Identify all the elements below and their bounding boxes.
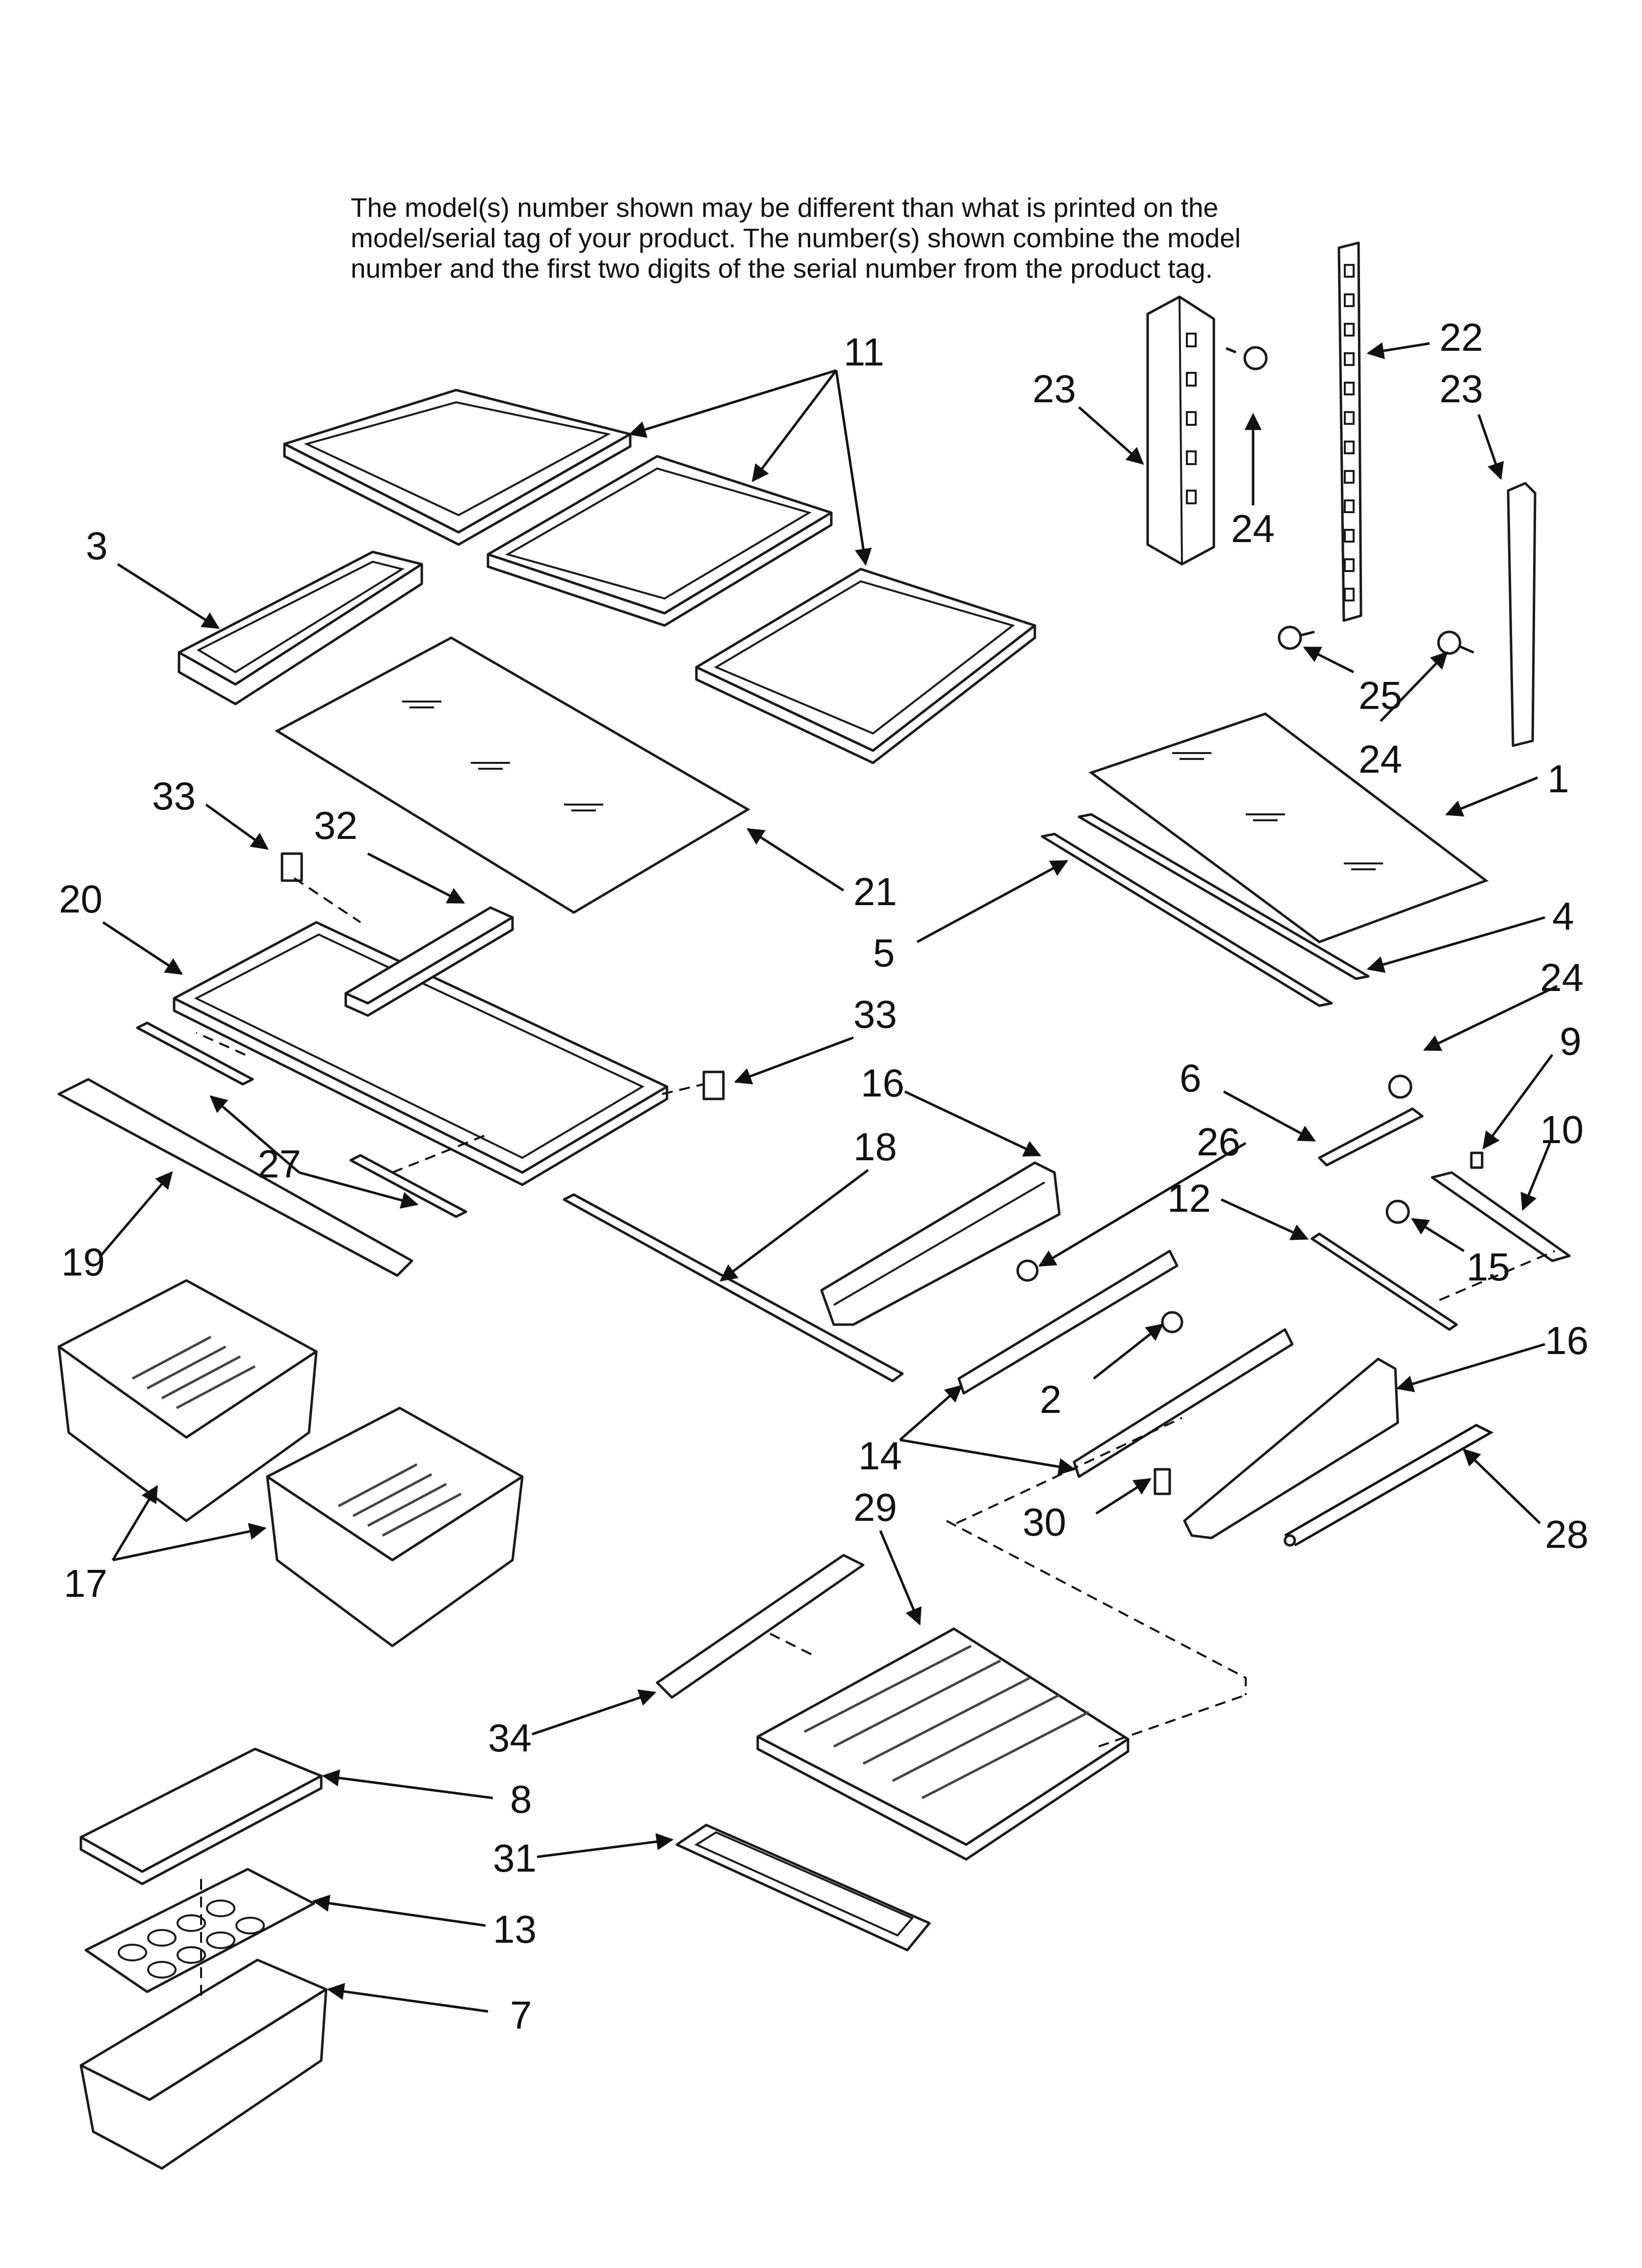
callout-34: 34	[488, 1716, 532, 1760]
bracket-32	[344, 906, 514, 1017]
leader-lines	[100, 342, 1558, 2013]
screw-24-bracket	[1388, 1074, 1412, 1099]
callout-20: 20	[59, 877, 103, 921]
bin-7	[79, 1958, 328, 2170]
rail-23-right	[1507, 482, 1537, 747]
shelf-11-right	[695, 568, 1036, 764]
callout-25: 25	[1359, 674, 1402, 717]
callout-9: 9	[1560, 1019, 1582, 1063]
callout-24-mid: 24	[1359, 737, 1402, 781]
callout-18: 18	[853, 1125, 897, 1169]
slide-cover-16-lower	[1183, 1357, 1399, 1539]
callout-16-upper: 16	[861, 1061, 904, 1105]
callout-11: 11	[844, 330, 884, 374]
crisper-frame-20	[173, 921, 668, 1186]
wire-28	[1283, 1424, 1494, 1547]
clip-33-top	[281, 852, 303, 882]
shelf-11-middle	[487, 455, 833, 627]
shelf-11-left	[283, 389, 632, 546]
rail-22	[1337, 241, 1362, 622]
callout-21: 21	[853, 870, 897, 913]
callout-30: 30	[1023, 1500, 1066, 1544]
callout-6: 6	[1180, 1056, 1202, 1100]
slide-cover-16-upper	[820, 1161, 1061, 1326]
rod-18	[563, 1193, 904, 1382]
callout-1: 1	[1547, 757, 1569, 801]
slide-14-lower	[1073, 1328, 1294, 1478]
callout-22: 22	[1439, 315, 1483, 359]
crisper-drawer-17-right	[266, 1407, 524, 1647]
screw-24-mid	[1437, 630, 1474, 655]
screw-15	[1385, 1199, 1410, 1224]
callout-26: 26	[1197, 1120, 1240, 1164]
callout-31: 31	[493, 1836, 537, 1880]
callout-3: 3	[86, 524, 108, 568]
callout-15: 15	[1466, 1245, 1510, 1289]
slide-27-right	[349, 1154, 467, 1218]
crisper-drawer-17-left	[57, 1279, 318, 1522]
callout-12: 12	[1167, 1176, 1211, 1220]
callout-14: 14	[858, 1434, 902, 1478]
slide-27-left	[136, 1021, 254, 1086]
model-number-note: The model(s) number shown may be differe…	[351, 192, 1332, 284]
callout-19: 19	[61, 1240, 105, 1284]
note-line-1: The model(s) number shown may be differe…	[351, 192, 1219, 223]
callout-16-lower: 16	[1545, 1319, 1589, 1362]
trim-5	[1041, 833, 1333, 1007]
callout-27: 27	[257, 1142, 301, 1186]
bracket-10	[1431, 1171, 1571, 1262]
callout-24-bracket: 24	[1540, 956, 1584, 999]
cover-19	[57, 1078, 413, 1277]
clip-9	[1470, 1151, 1484, 1169]
callout-7: 7	[510, 1993, 532, 2037]
callout-13: 13	[493, 1907, 537, 1951]
callout-10: 10	[1540, 1108, 1584, 1151]
screw-26	[1016, 1259, 1039, 1282]
callout-28: 28	[1545, 1512, 1589, 1556]
callout-33-bottom: 33	[853, 992, 897, 1036]
note-line-2: model/serial tag of your product. The nu…	[351, 223, 1241, 253]
rail-12	[1310, 1232, 1458, 1331]
clip-30	[1154, 1468, 1171, 1495]
rail-23-left	[1146, 295, 1215, 566]
screw-25	[1278, 626, 1315, 650]
callout-33-top: 33	[152, 774, 196, 818]
tray-29	[756, 1627, 1129, 1861]
callout-29: 29	[853, 1486, 897, 1529]
note-line-3: number and the first two digits of the s…	[351, 253, 1213, 284]
divider-34	[656, 1554, 865, 1699]
callout-17: 17	[64, 1562, 107, 1605]
lid-8	[79, 1747, 323, 1885]
slide-14-upper	[957, 1250, 1179, 1395]
callout-23-left: 23	[1032, 367, 1076, 411]
shelf-3	[178, 550, 423, 705]
glass-shelf-21	[274, 636, 750, 914]
alignment-lines	[196, 877, 1555, 1997]
callout-4: 4	[1552, 894, 1574, 938]
bracket-6	[1318, 1107, 1424, 1167]
trim-4	[1078, 813, 1370, 980]
handle-31	[675, 1824, 931, 1952]
screw-2	[1161, 1311, 1183, 1333]
callout-labels: 11 3 23 24 22 23 25 24 1 21 5 4 33 32 20…	[59, 315, 1589, 2037]
callout-8: 8	[510, 1777, 532, 1821]
callout-5: 5	[873, 931, 895, 975]
screw-24-top	[1226, 346, 1268, 370]
clip-33-bottom	[702, 1070, 725, 1100]
callout-23-right: 23	[1439, 367, 1483, 411]
callout-32: 32	[314, 804, 358, 847]
callout-2: 2	[1040, 1378, 1062, 1421]
callout-24-top: 24	[1231, 507, 1275, 550]
glass-shelf-1	[1088, 712, 1489, 943]
